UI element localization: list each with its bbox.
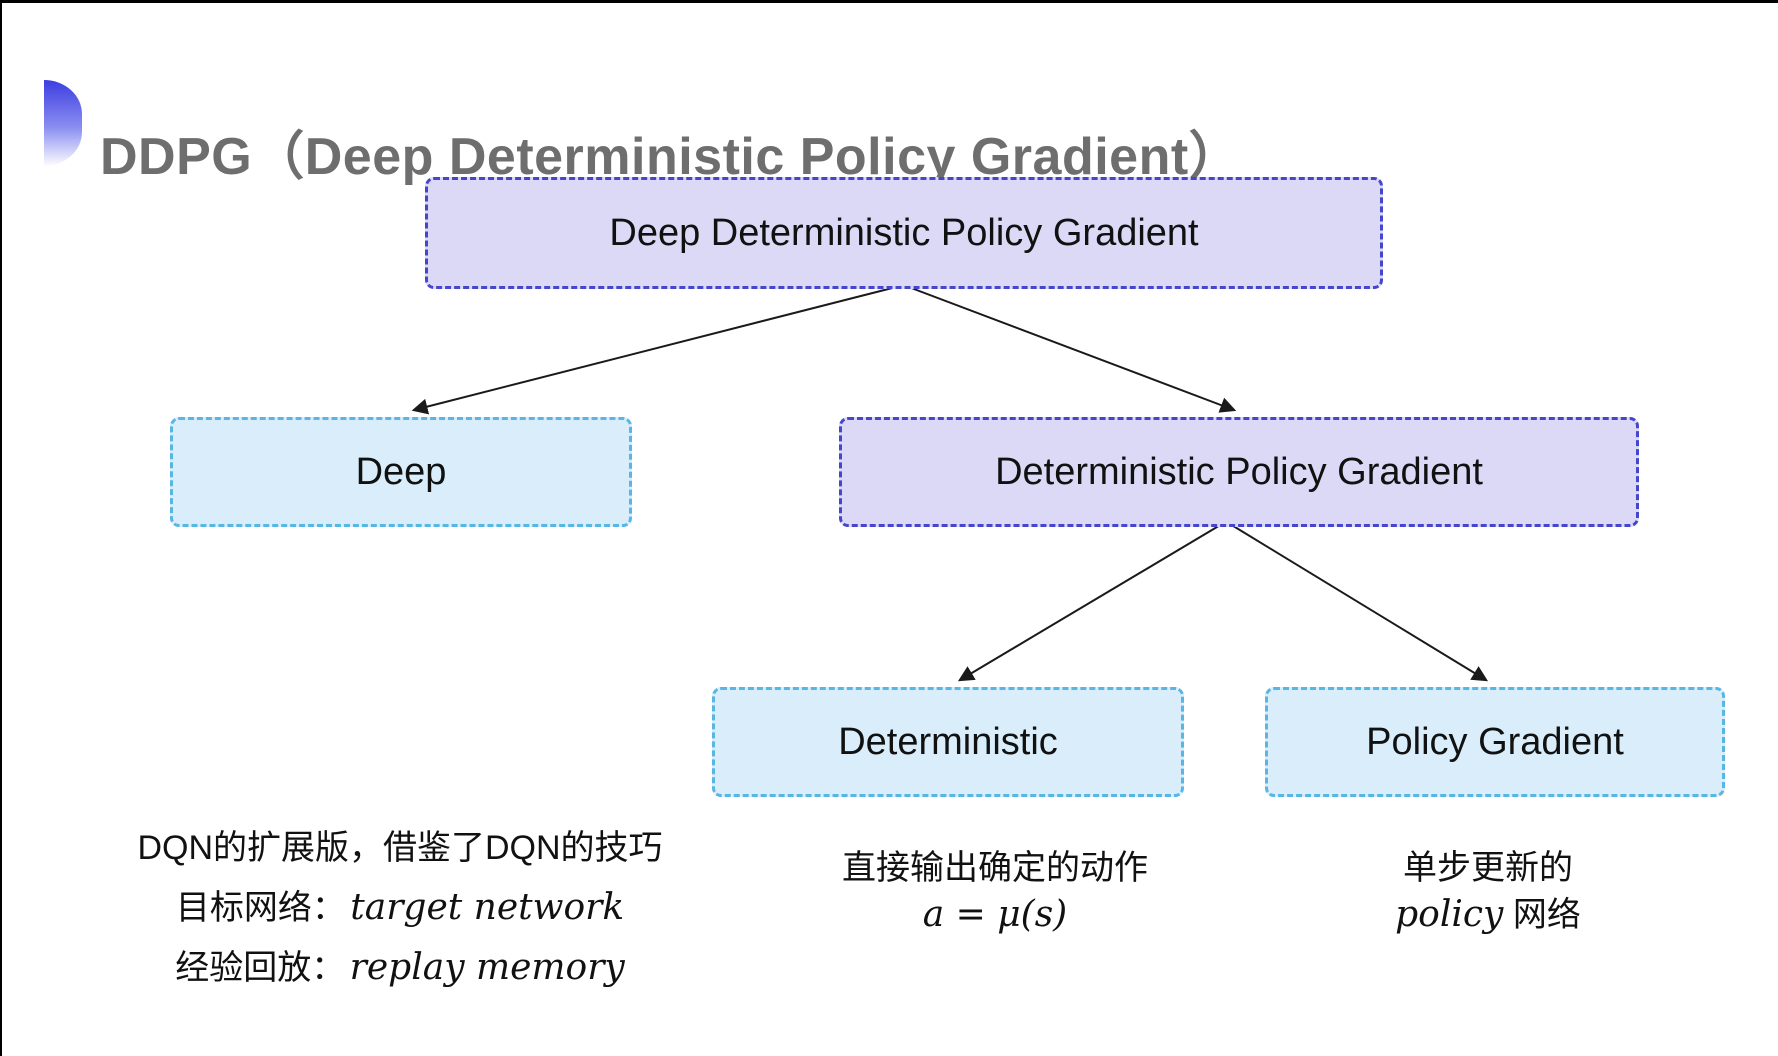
node-deterministic-policy-gradient: Deterministic Policy Gradient: [839, 417, 1639, 527]
window-left-border: [0, 0, 2, 1056]
note-deterministic-formula: a = μ(s): [922, 894, 1068, 935]
note-deep: DQN的扩展版，借鉴了DQN的技巧 目标网络： target network 经…: [120, 828, 680, 1007]
note-deep-line2-term: target network: [350, 887, 625, 928]
note-policy-line1: 单步更新的: [1403, 849, 1573, 887]
note-deep-line3: 经验回放： replay memory: [120, 947, 680, 988]
note-deep-line2: 目标网络： target network: [120, 887, 680, 928]
node-root-label: Deep Deterministic Policy Gradient: [609, 211, 1199, 254]
node-deep-label: Deep: [355, 450, 447, 493]
note-deep-line3-term: replay memory: [349, 947, 625, 988]
arrow-root-to-deep: [411, 285, 901, 415]
title-bullet-icon: [44, 80, 82, 166]
node-deep: Deep: [170, 417, 632, 527]
node-policy-gradient: Policy Gradient: [1265, 687, 1725, 797]
node-deterministic: Deterministic: [712, 687, 1184, 797]
arrow-dpg-to-deterministic: [957, 523, 1223, 682]
note-deep-line3-label: 经验回放：: [175, 949, 346, 987]
note-policy-suffix: 网络: [1503, 896, 1581, 934]
node-deterministic-label: Deterministic: [838, 720, 1058, 763]
window-top-border: [0, 0, 1778, 3]
node-policy-gradient-label: Policy Gradient: [1366, 720, 1624, 763]
arrow-root-to-dpg: [905, 285, 1237, 413]
note-policy-line2: policy 网络: [1288, 894, 1688, 935]
note-policy-term: policy: [1395, 894, 1504, 935]
note-deep-line2-label: 目标网络：: [175, 889, 346, 927]
note-deterministic: 直接输出确定的动作 a = μ(s): [795, 848, 1195, 936]
note-deep-line1: DQN的扩展版，借鉴了DQN的技巧: [137, 829, 663, 867]
page-title: DDPG（Deep Deterministic Policy Gradient）: [100, 127, 1242, 186]
node-dpg-label: Deterministic Policy Gradient: [995, 450, 1483, 493]
arrow-dpg-to-policy-gradient: [1229, 523, 1489, 682]
note-deterministic-line1: 直接输出确定的动作: [842, 849, 1148, 887]
node-root: Deep Deterministic Policy Gradient: [425, 177, 1383, 289]
note-policy-gradient: 单步更新的 policy 网络: [1288, 848, 1688, 935]
